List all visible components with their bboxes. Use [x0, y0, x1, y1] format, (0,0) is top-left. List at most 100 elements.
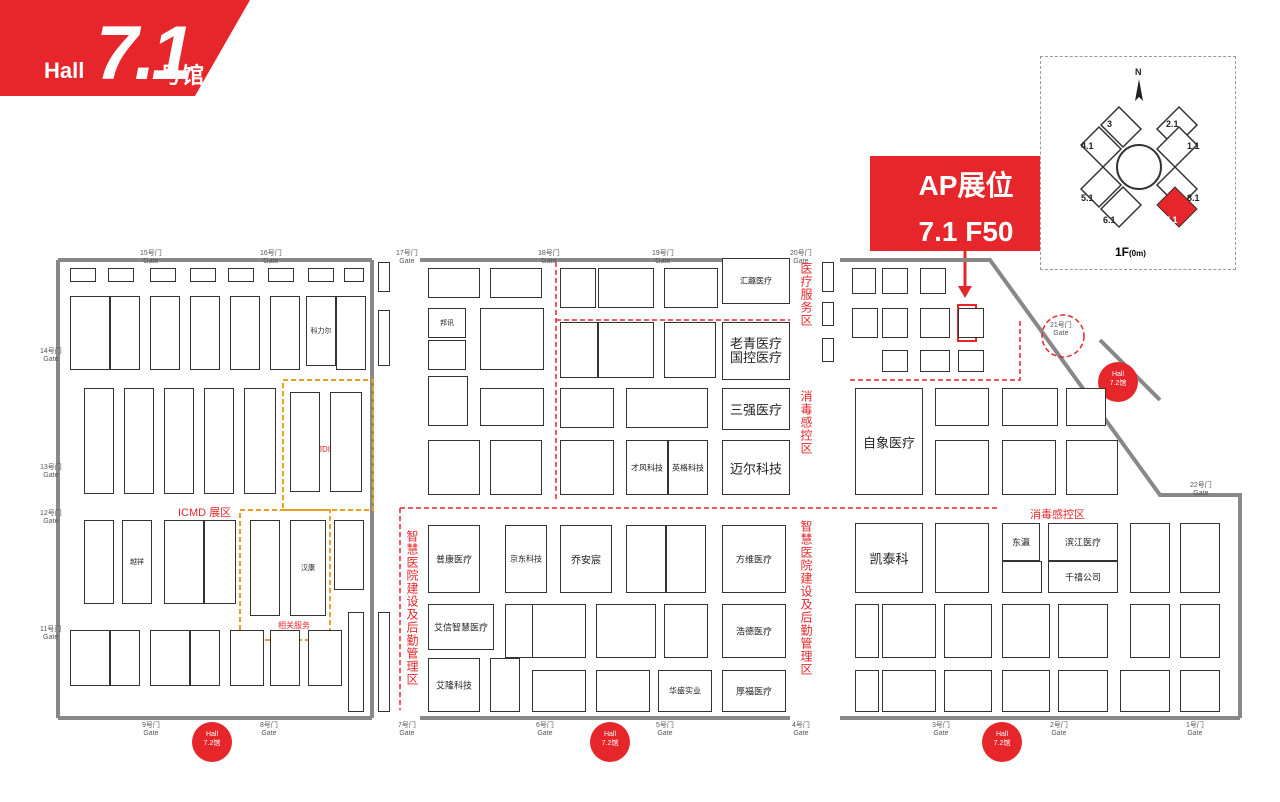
booth[interactable] — [378, 612, 390, 712]
booth[interactable] — [532, 670, 586, 712]
booth[interactable] — [348, 612, 364, 712]
booth[interactable] — [70, 268, 96, 282]
booth-qiaoan[interactable]: 乔安宸 — [560, 525, 612, 593]
booth[interactable] — [560, 322, 598, 378]
booth[interactable] — [1130, 604, 1170, 658]
booth[interactable] — [1058, 604, 1108, 658]
booth-haode[interactable]: 浩德医疗 — [722, 604, 786, 658]
booth-huiqu[interactable]: 汇趣医疗 — [722, 258, 790, 304]
booth[interactable] — [230, 630, 264, 686]
booth-ailong[interactable]: 艾隆科技 — [428, 658, 480, 712]
booth-puxing[interactable]: 普康医疗 — [428, 525, 480, 593]
booth[interactable] — [1002, 440, 1056, 495]
booth-zixiang[interactable]: 自象医疗 — [855, 388, 923, 495]
booth[interactable] — [1002, 670, 1050, 712]
booth[interactable] — [822, 338, 834, 362]
booth[interactable] — [190, 268, 216, 282]
booth[interactable] — [664, 268, 718, 308]
booth[interactable] — [560, 440, 614, 495]
booth[interactable] — [1180, 670, 1220, 712]
booth[interactable] — [308, 630, 342, 686]
booth[interactable] — [935, 523, 989, 593]
booth-jingdong[interactable]: 京东科技 — [505, 525, 547, 593]
booth[interactable] — [190, 296, 220, 370]
booth[interactable] — [290, 392, 320, 492]
booth[interactable] — [626, 388, 708, 428]
booth-sanqiang[interactable]: 三强医疗 — [722, 388, 790, 430]
booth[interactable] — [150, 296, 180, 370]
booth[interactable] — [598, 322, 654, 378]
booth[interactable] — [822, 262, 834, 292]
booth[interactable] — [428, 268, 480, 298]
booth[interactable] — [336, 296, 366, 370]
booth[interactable] — [270, 296, 300, 370]
booth[interactable] — [882, 604, 936, 658]
booth[interactable] — [250, 520, 280, 616]
booth-yuexiang[interactable]: 越祥 — [122, 520, 152, 604]
booth[interactable] — [378, 262, 390, 292]
booth[interactable] — [882, 268, 908, 294]
booth[interactable] — [1002, 561, 1042, 593]
booth-laoqing[interactable]: 老青医疗 国控医疗 — [722, 322, 790, 380]
booth[interactable] — [920, 268, 946, 294]
booth[interactable] — [150, 268, 176, 282]
booth[interactable] — [334, 520, 364, 590]
booth[interactable] — [490, 658, 520, 712]
booth-hankang[interactable]: 汉康 — [290, 520, 326, 616]
booth[interactable] — [108, 268, 134, 282]
booth[interactable] — [428, 440, 480, 495]
booth[interactable] — [944, 670, 992, 712]
booth-binjiang[interactable]: 滨江医疗 — [1048, 523, 1118, 561]
booth-dongying[interactable]: 东瀛 — [1002, 523, 1040, 561]
booth[interactable] — [944, 604, 992, 658]
booth[interactable] — [1002, 388, 1058, 426]
booth[interactable] — [70, 296, 110, 370]
booth[interactable] — [935, 440, 989, 495]
booth[interactable] — [560, 268, 596, 308]
booth[interactable] — [150, 630, 190, 686]
booth[interactable] — [270, 630, 300, 686]
booth[interactable] — [664, 322, 716, 378]
booth-huasheng[interactable]: 华盛实业 — [658, 670, 712, 712]
booth-maier[interactable]: 迈尔科技 — [722, 440, 790, 495]
booth[interactable] — [228, 268, 254, 282]
booth[interactable] — [344, 268, 364, 282]
booth[interactable] — [1130, 523, 1170, 593]
booth-fanghua[interactable]: 方维医疗 — [722, 525, 786, 593]
booth[interactable] — [882, 670, 936, 712]
booth[interactable] — [852, 308, 878, 338]
booth[interactable] — [428, 376, 468, 426]
hall-7-2-link[interactable]: Hall 7.2馆 — [192, 722, 232, 762]
booth[interactable] — [164, 388, 194, 494]
booth[interactable] — [598, 268, 654, 308]
booth[interactable] — [958, 350, 984, 372]
booth[interactable] — [1066, 388, 1106, 426]
booth[interactable] — [596, 604, 656, 658]
booth[interactable] — [958, 308, 984, 338]
booth[interactable] — [666, 525, 706, 593]
booth[interactable] — [855, 670, 879, 712]
booth[interactable] — [190, 630, 220, 686]
booth[interactable] — [532, 604, 586, 658]
booth[interactable] — [70, 630, 110, 686]
booth[interactable] — [204, 388, 234, 494]
booth[interactable] — [308, 268, 334, 282]
hall-7-2-link[interactable]: Hall 7.2馆 — [590, 722, 630, 762]
booth[interactable] — [428, 340, 466, 370]
booth[interactable] — [882, 308, 908, 338]
booth[interactable] — [626, 525, 666, 593]
booth[interactable] — [490, 440, 542, 495]
booth-houfu[interactable]: 厚福医疗 — [722, 670, 786, 712]
booth[interactable] — [110, 630, 140, 686]
booth-kelier[interactable]: 科力尔 — [306, 296, 336, 366]
booth[interactable] — [935, 388, 989, 426]
booth[interactable] — [480, 388, 544, 426]
booth[interactable] — [480, 308, 544, 370]
booth[interactable] — [84, 520, 114, 604]
booth[interactable] — [378, 310, 390, 366]
booth-qianhe[interactable]: 千禧公司 — [1048, 561, 1118, 593]
booth[interactable] — [164, 520, 204, 604]
booth-bangxun[interactable]: 邦讯 — [428, 308, 466, 338]
hall-7-2-link[interactable]: Hall 7.2馆 — [982, 722, 1022, 762]
booth[interactable] — [822, 302, 834, 326]
